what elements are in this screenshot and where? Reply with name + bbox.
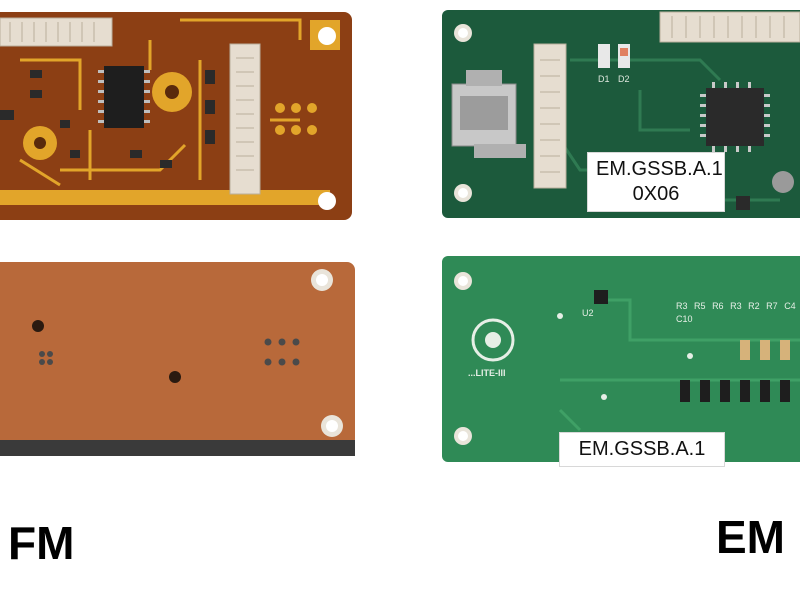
em-top-tag-line2: 0X06: [632, 183, 680, 205]
em-top-tag-line1: EM.GSSB.A.1: [596, 158, 723, 180]
ref-r6: R6: [712, 301, 724, 311]
em-top-tag: EM.GSSB.A.1 0X06: [588, 153, 724, 211]
fm-top-board: [0, 12, 352, 220]
ref-d2: D2: [618, 74, 630, 84]
ref-u2: U2: [582, 308, 594, 318]
silkscreen-refs: R3 R5 R6 R3 R2 R7 C4 C10: [676, 300, 800, 340]
ref-c4: C4: [784, 301, 796, 311]
ref-d1: D1: [598, 74, 610, 84]
fm-label: FM: [8, 517, 75, 569]
fm-bottom-board: [0, 262, 355, 456]
ref-r7: R7: [766, 301, 778, 311]
em-bottom-tag: EM.GSSB.A.1: [560, 433, 724, 466]
em-bottom-board: [442, 256, 800, 462]
ref-c10: C10: [676, 314, 693, 324]
ref-r5: R5: [694, 301, 706, 311]
ref-r3: R3: [676, 301, 688, 311]
em-logo-text: ...LITE-III: [468, 368, 506, 378]
em-bottom-tag-line: EM.GSSB.A.1: [578, 438, 706, 460]
ref-r3b: R3: [730, 301, 742, 311]
em-label: EM: [716, 511, 785, 563]
ref-r2: R2: [748, 301, 760, 311]
